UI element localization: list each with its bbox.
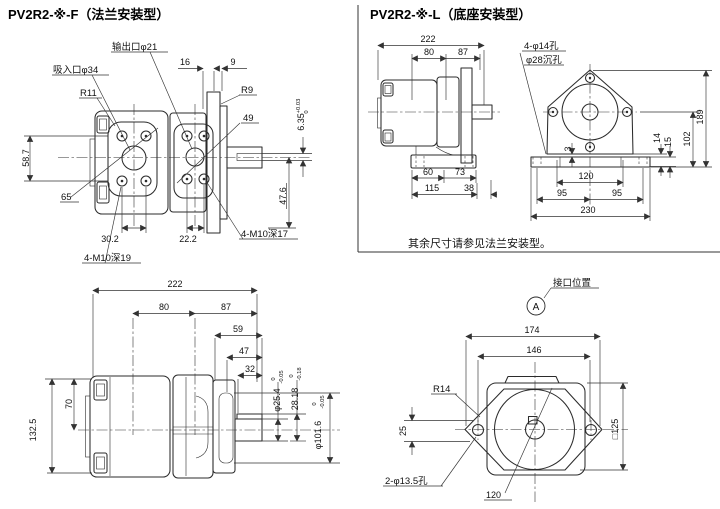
suction-port-label: 吸入口φ34 [53,65,98,76]
dim-87-side: 87 [221,302,231,312]
dim-key-height-lower-tol: -0.18 [297,367,303,380]
dim-80-base: 80 [424,47,434,57]
dim-132-5: 132.5 [28,419,38,442]
dim-80-side: 80 [159,302,169,312]
dim-shaft-dia-upper-tol: 0 [271,377,277,380]
base-plate-front [530,156,651,168]
dim-222-side: 222 [167,279,182,289]
base-side-view [368,67,500,169]
dim-95-right: 95 [612,188,622,198]
dim-70: 70 [64,399,74,409]
dim-230: 230 [580,205,595,215]
dim-3: 3 [563,146,573,151]
dim-pilot-dia-lower-tol: -0.05 [320,395,326,408]
dim-47-6: 47.6 [278,187,288,205]
flange-dimensions: 58.7 30.2 22.2 16 9 6.35 +0.03 0 47.6 [21,57,312,244]
dim-16: 16 [180,57,190,67]
dim-14: 14 [652,133,662,143]
dim-22-2: 22.2 [179,234,197,244]
radius-r14-label: R14 [433,384,450,395]
dim-49-label: 49 [243,113,254,124]
dim-30-2: 30.2 [101,234,119,244]
base-side-dimensions: 222 80 87 60 73 115 38 [377,34,497,199]
dim-120-port: 120 [486,490,501,500]
keyway-slot [527,415,538,425]
port-view-dimensions: 174 146 25 □125 [398,325,628,471]
panel-flange-side-view: 222 80 87 59 47 32 φ25.4 0 -0.05 28.18 0… [28,279,340,479]
panel-base-mount: PV2R2-※-L（底座安装型） 222 80 87 60 [368,7,712,250]
view-marker-circle [526,296,546,316]
port-view-labels: 接口位置 A R14 2-φ13.5孔 120 [383,277,599,501]
dim-47: 47 [239,346,249,356]
dim-73: 73 [455,167,465,177]
section-dividers [357,5,720,253]
base-note: 其余尺寸请参见法兰安装型。 [408,236,551,250]
dim-222-base: 222 [420,34,435,44]
dim-shaft-dia-lower-tol: -0.05 [279,370,285,383]
dim-115: 115 [425,183,439,193]
port-holes-label: 2-φ13.5孔 [385,476,428,487]
panel-flange-mount: PV2R2-※-F（法兰安装型） 输出口φ21 [8,7,312,264]
dim-9: 9 [230,57,235,67]
rear-body-outline [89,104,169,226]
shaft-keyway [236,153,263,161]
dim-65-label: 65 [61,192,72,203]
outlet-port-label: 输出口φ21 [112,41,157,53]
dim-key-width-lower-tol: 0 [304,110,310,113]
radius-r11-label: R11 [80,88,97,99]
dim-shaft-dia: φ25.4 [272,388,282,411]
port-view-outline [455,362,628,502]
panel-port-position: 接口位置 A R14 2-φ13.5孔 120 174 146 25 □125 [383,277,628,502]
dim-pilot-dia: φ101.6 [313,421,323,449]
bolt-holes-label-line2: φ28沉孔 [526,55,562,66]
radius-r9-label: R9 [241,85,253,96]
dim-146: 146 [526,345,541,355]
bolt-holes-label-line1: 4-φ14孔 [524,41,559,52]
thread-front-label: 4-M10深17 [241,229,288,240]
base-title: PV2R2-※-L（底座安装型） [370,7,531,22]
base-front-dimensions: 4-φ14孔 φ28沉孔 3 120 95 95 230 14 15 102 [519,41,712,221]
side-view-outline [78,318,340,479]
dim-pilot-dia-upper-tol: 0 [312,402,318,405]
dim-60: 60 [423,167,433,177]
dim-key-width-upper-tol: +0.03 [296,99,302,114]
flange-title: PV2R2-※-F（法兰安装型） [8,7,169,22]
dim-58-7: 58.7 [21,149,31,167]
port-position-label: 接口位置 [553,277,591,289]
view-marker-letter: A [533,302,540,313]
flange-labels: 输出口φ21 吸入口φ34 R11 R9 49 65 4-M10深19 4-M1… [52,41,298,264]
dim-38: 38 [464,183,474,193]
dim-25: 25 [398,426,408,436]
dim-key-height: 28.18 [290,388,300,411]
dim-174: 174 [524,325,539,335]
port-flange-hexagon [464,388,603,471]
dim-102: 102 [682,131,692,146]
dim-95-left: 95 [557,188,567,198]
dim-key-height-upper-tol: 0 [289,374,295,377]
side-view-dimensions: 222 80 87 59 47 32 φ25.4 0 -0.05 28.18 0… [28,279,340,474]
dim-15: 15 [663,137,673,147]
base-front-view [530,64,651,205]
dim-59: 59 [233,324,243,334]
thread-rear-label: 4-M10深19 [84,253,131,264]
key-side [236,413,263,420]
dim-189: 189 [695,109,705,124]
dim-120-base: 120 [578,171,593,181]
dim-32: 32 [245,364,255,374]
dim-square-125: □125 [610,419,620,439]
dim-87-base: 87 [458,47,468,57]
foot-base-plate [410,154,477,169]
dim-key-width: 6.35 [296,113,306,131]
front-body-outline [58,91,312,234]
